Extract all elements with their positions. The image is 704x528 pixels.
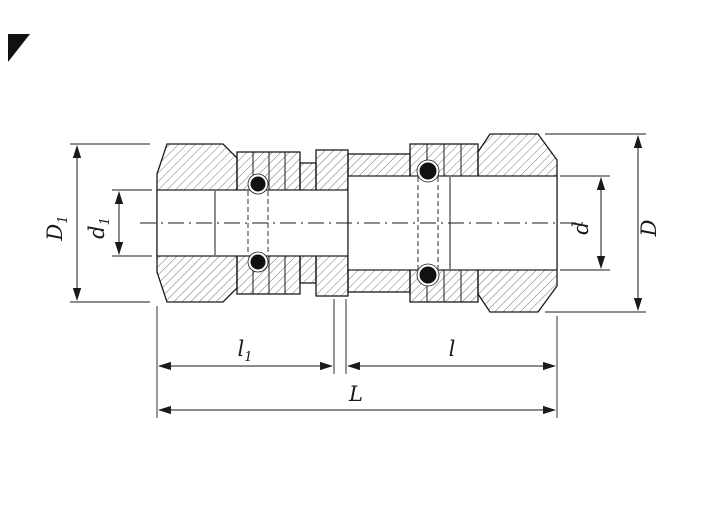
dim-D1-label: D1 xyxy=(43,215,71,241)
dim-d-label: d xyxy=(569,221,593,234)
dim-d1-label: d1 xyxy=(85,217,113,239)
oring-icon xyxy=(419,162,437,180)
left-oring-pair xyxy=(247,173,269,273)
right-oring-pair xyxy=(416,159,440,287)
corner-mark xyxy=(8,34,30,62)
fitting-cross-section xyxy=(140,133,585,313)
dim-D: D xyxy=(545,133,661,313)
dim-D-label: D xyxy=(637,219,661,237)
dim-L: L xyxy=(157,382,557,415)
dim-l-label: l xyxy=(449,337,456,361)
dim-l: l xyxy=(346,337,557,371)
dim-L-label: L xyxy=(348,382,363,406)
dim-l1: l1 xyxy=(157,337,334,371)
dim-D1: D1 xyxy=(43,143,150,303)
oring-icon xyxy=(419,266,437,284)
dim-l1-label: l1 xyxy=(238,337,253,365)
dimensions: D1 d1 d D xyxy=(43,133,661,418)
dim-d1: d1 xyxy=(85,189,152,257)
dim-d: d xyxy=(560,175,610,271)
oring-icon xyxy=(250,254,266,270)
oring-icon xyxy=(250,176,266,192)
